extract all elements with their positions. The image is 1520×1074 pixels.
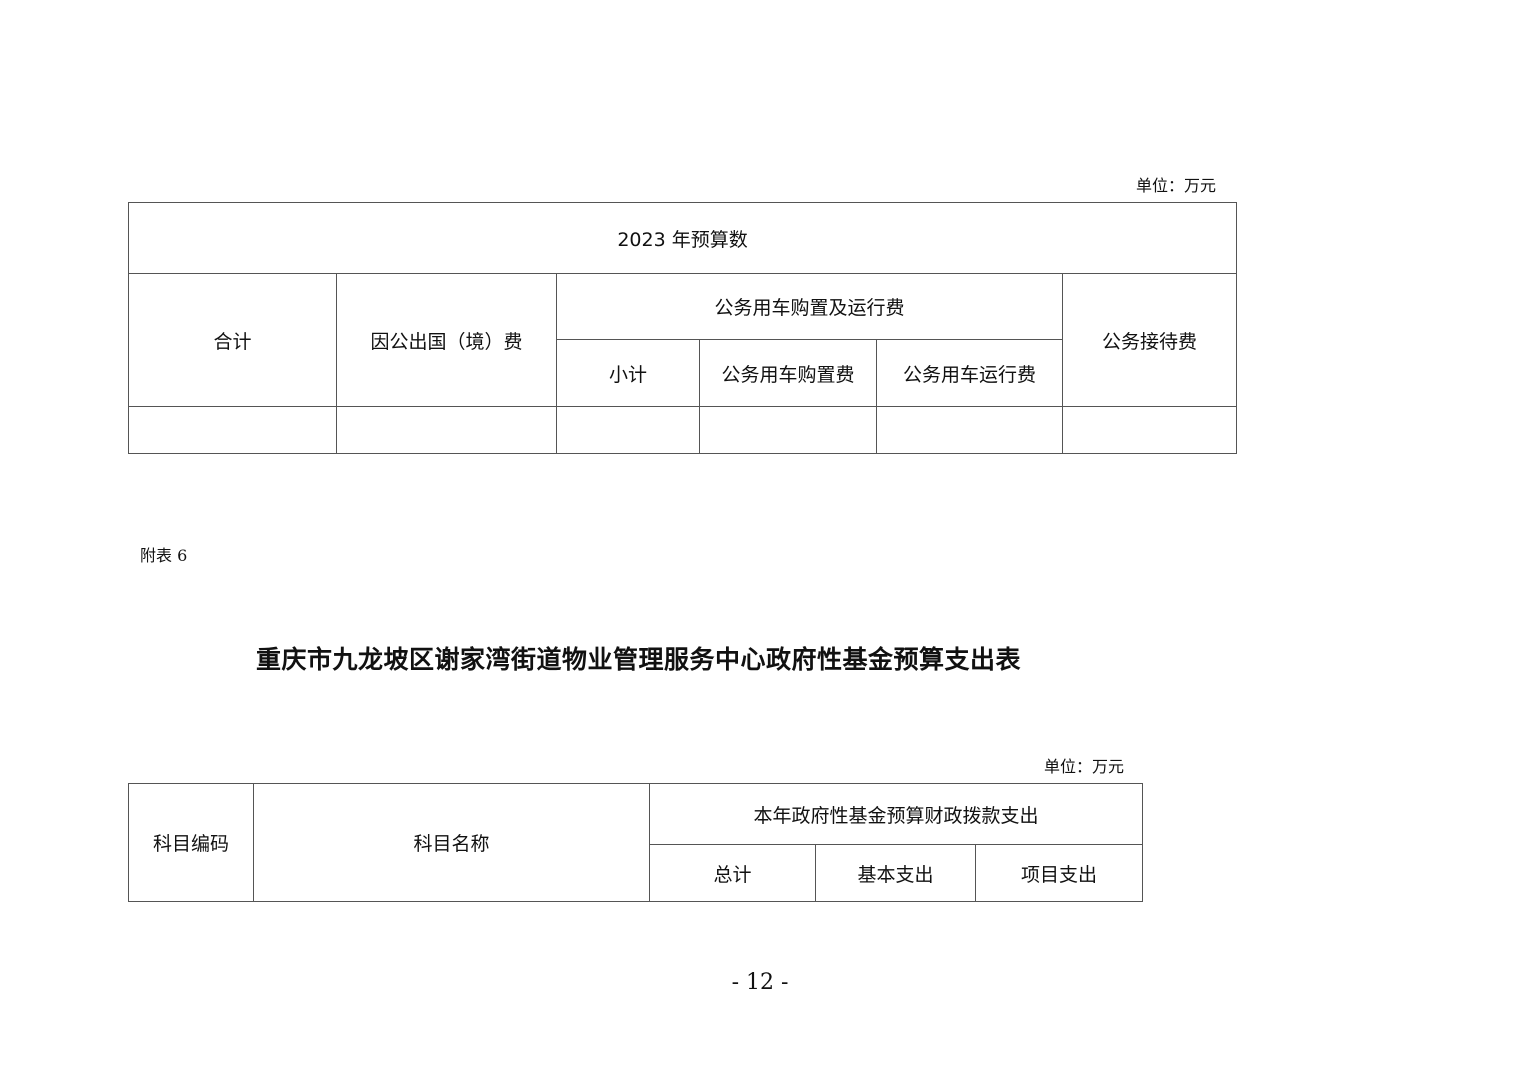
header-vehicle-purchase: 公务用车购置费 bbox=[699, 339, 877, 407]
header-name: 科目名称 bbox=[253, 783, 650, 902]
government-fund-expenditure-table: 科目编码 科目名称 本年政府性基金预算财政拨款支出 总计 基本支出 项目支出 bbox=[128, 783, 1144, 902]
data-cell bbox=[556, 406, 700, 454]
table-row bbox=[128, 406, 1238, 454]
header-abroad: 因公出国（境）费 bbox=[336, 273, 557, 407]
header-fund-group: 本年政府性基金预算财政拨款支出 bbox=[648, 783, 1144, 845]
header-total: 总计 bbox=[649, 844, 816, 902]
appendix-label: 附表 6 bbox=[140, 546, 188, 565]
unit-label: 单位：万元 bbox=[1136, 176, 1217, 195]
header-year: 2023 年预算数 bbox=[127, 202, 1238, 274]
header-reception: 公务接待费 bbox=[1061, 273, 1238, 407]
header-project: 项目支出 bbox=[974, 844, 1144, 902]
header-code: 科目编码 bbox=[128, 783, 254, 902]
header-vehicle-operation: 公务用车运行费 bbox=[876, 339, 1063, 407]
data-cell bbox=[128, 406, 337, 454]
three-public-expenses-table: 2023 年预算数 合计 因公出国（境）费 公务用车购置及运行费 公务接待费 小… bbox=[127, 202, 1238, 454]
unit-label: 单位：万元 bbox=[1044, 757, 1125, 776]
header-basic: 基本支出 bbox=[815, 844, 976, 902]
data-cell bbox=[876, 406, 1063, 454]
header-total: 合计 bbox=[128, 273, 337, 407]
page-number: - 12 - bbox=[731, 970, 789, 995]
data-cell bbox=[699, 406, 877, 454]
page-title: 重庆市九龙坡区谢家湾街道物业管理服务中心政府性基金预算支出表 bbox=[256, 645, 1022, 674]
header-vehicle-group: 公务用车购置及运行费 bbox=[556, 273, 1063, 340]
data-cell bbox=[1061, 406, 1238, 454]
data-cell bbox=[336, 406, 557, 454]
header-subtotal: 小计 bbox=[556, 339, 700, 407]
